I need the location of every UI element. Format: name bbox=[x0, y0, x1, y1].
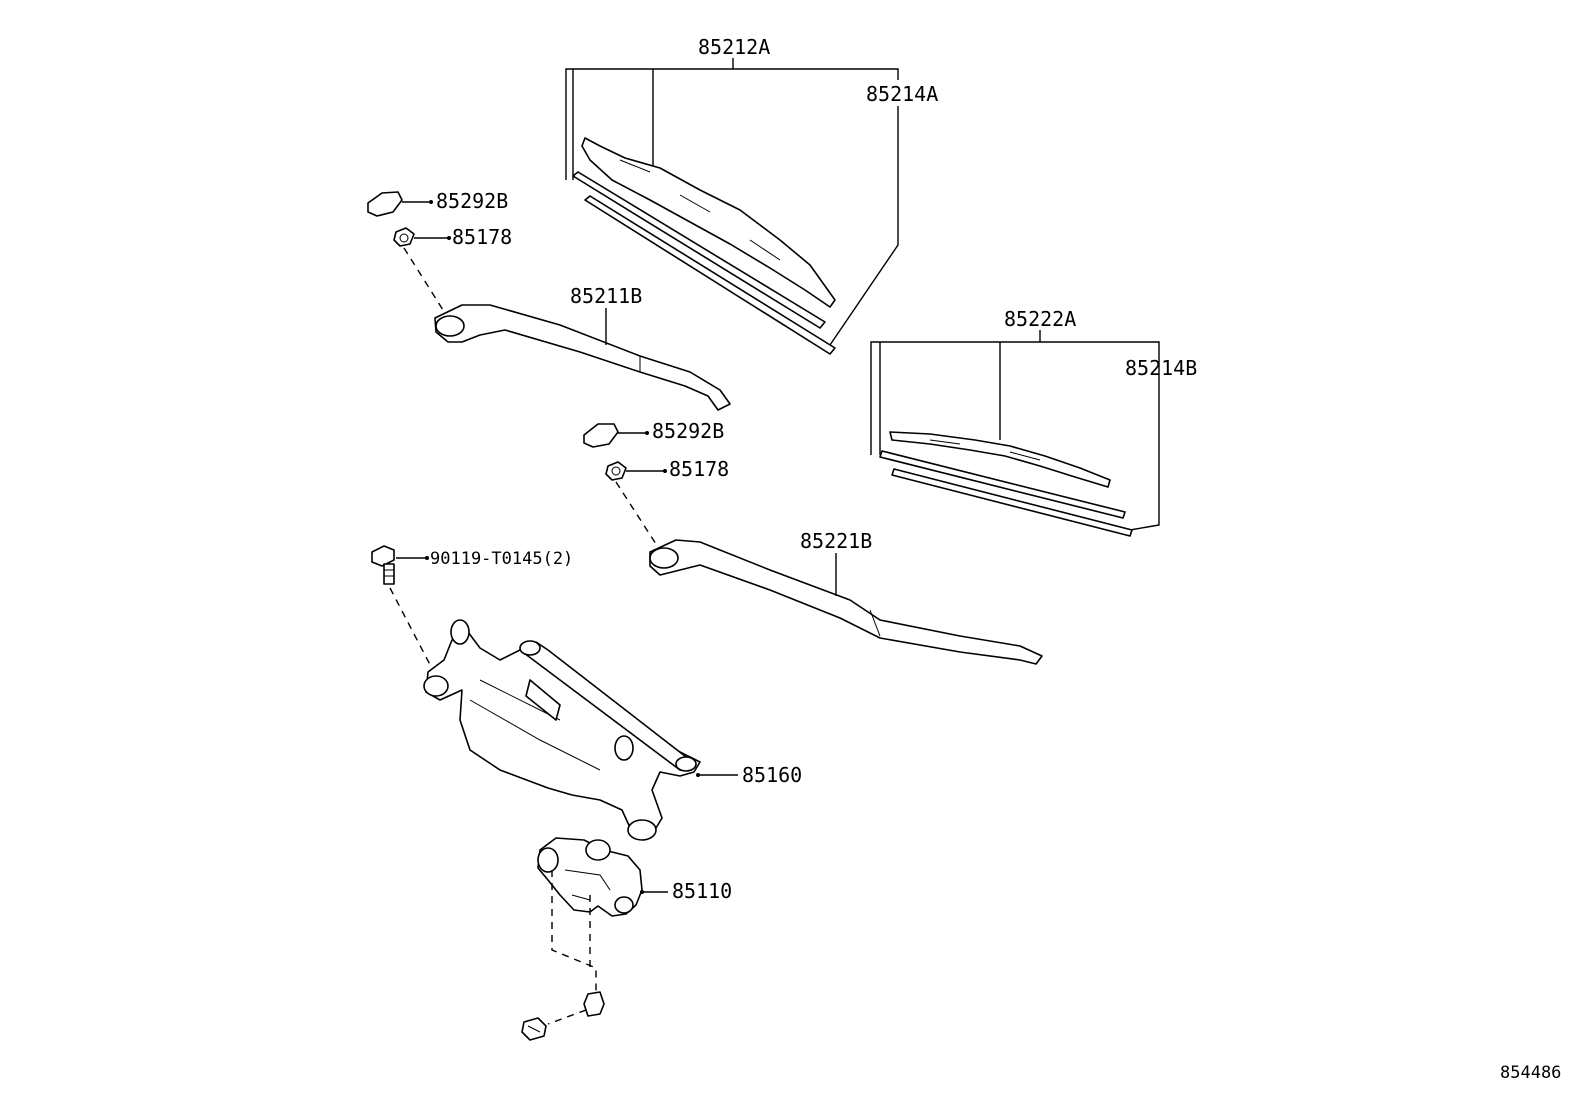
label-85292b-right: 85292B bbox=[652, 419, 724, 443]
label-85178-right: 85178 bbox=[669, 457, 729, 481]
grommet-icon bbox=[547, 991, 605, 1025]
label-85178-left: 85178 bbox=[452, 225, 512, 249]
label-85292b-left: 85292B bbox=[436, 189, 508, 213]
rear-wiper-arm bbox=[649, 539, 1043, 665]
front-wiper-blade bbox=[565, 58, 899, 355]
label-85214a: 85214A bbox=[866, 82, 938, 106]
cap-right-icon bbox=[583, 423, 649, 448]
nut-left-icon bbox=[393, 227, 451, 311]
label-85212a: 85212A bbox=[698, 35, 770, 59]
screw-icon bbox=[521, 1017, 547, 1041]
diagram-id: 854486 bbox=[1500, 1063, 1561, 1083]
label-85110: 85110 bbox=[672, 879, 732, 903]
wiper-link-assembly bbox=[423, 619, 738, 841]
label-85214b: 85214B bbox=[1125, 356, 1197, 380]
label-85221b: 85221B bbox=[800, 529, 872, 553]
cap-left-icon bbox=[367, 191, 433, 217]
label-85211b: 85211B bbox=[570, 284, 642, 308]
rear-wiper-blade bbox=[870, 330, 1160, 537]
wiper-motor bbox=[537, 837, 668, 992]
bolt-icon bbox=[371, 545, 439, 681]
label-85160: 85160 bbox=[742, 763, 802, 787]
nut-right-icon bbox=[605, 461, 667, 545]
label-90119-t0145: 90119-T0145(2) bbox=[430, 549, 573, 569]
front-wiper-arm bbox=[434, 304, 731, 411]
label-85222a: 85222A bbox=[1004, 307, 1076, 331]
